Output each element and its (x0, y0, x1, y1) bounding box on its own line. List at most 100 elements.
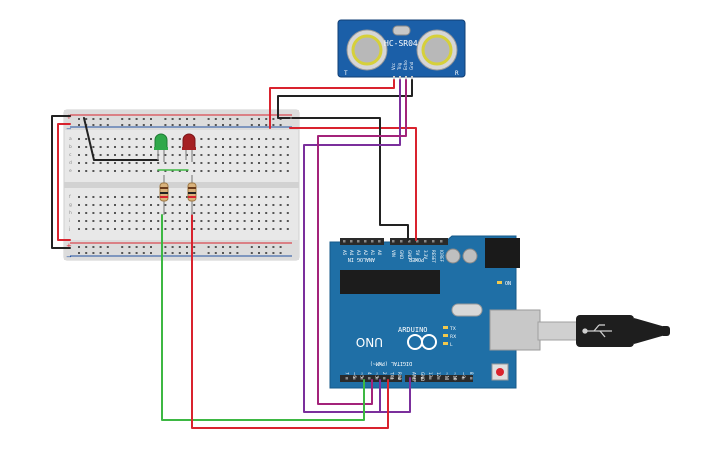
terminal-hole (286, 138, 289, 140)
terminal-hole (92, 196, 95, 198)
terminal-hole (279, 154, 282, 156)
terminal-hole (142, 204, 145, 206)
terminal-hole (114, 170, 116, 172)
terminal-hole (222, 220, 224, 222)
terminal-hole (214, 162, 217, 164)
terminal-hole (229, 162, 232, 164)
wires (51, 79, 417, 429)
rail-hole (99, 246, 102, 248)
header-pin (371, 240, 374, 243)
wire-rail-gnd-to-arduino (291, 117, 409, 241)
terminal-hole (121, 204, 124, 206)
arduino-pin-label: 4 (367, 372, 372, 375)
terminal-hole (193, 170, 196, 172)
arduino-logo-icon (407, 334, 437, 350)
terminal-hole (258, 146, 260, 148)
rail-hole (164, 246, 167, 248)
rail-hole (135, 252, 138, 254)
crystal-oscillator (451, 303, 483, 317)
terminal-hole (171, 138, 174, 140)
terminal-hole (222, 146, 224, 148)
terminal-hole (150, 212, 152, 214)
capacitor (462, 248, 478, 264)
rail-hole (171, 252, 174, 254)
rail-hole (207, 124, 210, 126)
terminal-hole (236, 196, 239, 198)
header-pin (432, 240, 435, 243)
terminal-hole (171, 170, 174, 172)
header-pin (350, 240, 353, 243)
terminal-hole (150, 204, 152, 206)
terminal-hole (265, 154, 268, 156)
header-pin (345, 377, 348, 380)
terminal-hole (200, 204, 203, 206)
rail-hole (164, 124, 167, 126)
terminal-hole (286, 162, 289, 164)
usb-symbol-icon (582, 324, 612, 338)
terminal-hole (85, 162, 88, 164)
arduino-pin-label: GND (407, 250, 412, 259)
microcontroller-chip (340, 270, 440, 294)
terminal-hole (150, 138, 152, 140)
terminal-hole (272, 170, 275, 172)
wire-sensor-vcc (269, 79, 395, 129)
terminal-hole (78, 146, 80, 148)
rail-hole (207, 252, 210, 254)
terminal-hole (236, 146, 239, 148)
terminal-hole (207, 196, 210, 198)
terminal-hole (222, 204, 224, 206)
terminal-hole (157, 196, 160, 198)
header-pin (445, 377, 448, 380)
terminal-hole (150, 220, 152, 222)
rail-hole (128, 246, 131, 248)
resistor-1 (159, 175, 169, 215)
terminal-hole (286, 228, 289, 230)
terminal-hole (236, 154, 239, 156)
terminal-hole (121, 220, 124, 222)
terminal-hole (106, 212, 109, 214)
terminal-hole (128, 228, 131, 230)
terminal-hole (186, 154, 188, 156)
arduino-pin-label: A2 (363, 250, 368, 256)
terminal-hole (214, 146, 217, 148)
rail-hole (135, 124, 138, 126)
arduino-pin-label: RESET (431, 250, 436, 263)
arduino-pin-label: TX1 (390, 371, 395, 380)
terminal-hole (150, 162, 152, 164)
terminal-hole (200, 162, 203, 164)
terminal-hole (286, 170, 289, 172)
terminal-hole (142, 162, 145, 164)
rail-hole (92, 246, 95, 248)
power-jack (485, 238, 520, 268)
terminal-hole (99, 170, 102, 172)
terminal-hole (250, 204, 253, 206)
rail-hole (272, 252, 275, 254)
header-pin (420, 377, 424, 380)
terminal-hole (128, 138, 131, 140)
terminal-hole (135, 154, 138, 156)
terminal-hole (78, 154, 80, 156)
terminal-hole (236, 212, 239, 214)
terminal-hole (186, 212, 188, 214)
terminal-hole (186, 220, 188, 222)
rail-hole (142, 252, 145, 254)
terminal-hole (207, 228, 210, 230)
terminal-hole (214, 212, 217, 214)
terminal-hole (243, 228, 246, 230)
terminal-hole (164, 228, 167, 230)
led-red (182, 133, 196, 162)
terminal-hole (92, 220, 95, 222)
rail-hole (186, 252, 188, 254)
rail-hole (272, 246, 275, 248)
rail-hole (229, 252, 232, 254)
rail-hole (85, 252, 88, 254)
rail-hole (250, 124, 253, 126)
status-led-label: TX (449, 326, 456, 332)
terminal-hole (250, 162, 253, 164)
wire-echo (317, 79, 407, 405)
header-pin (392, 240, 395, 243)
rail-hole (207, 246, 210, 248)
terminal-hole (286, 196, 289, 198)
terminal-hole (114, 204, 116, 206)
